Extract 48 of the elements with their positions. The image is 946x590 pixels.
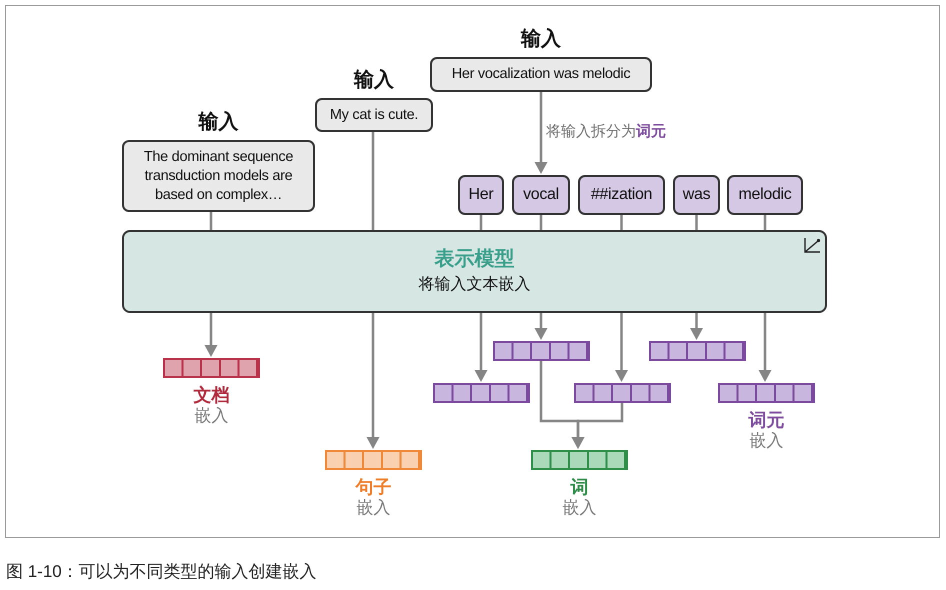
embedding-vector <box>718 383 815 403</box>
arrow <box>534 92 548 174</box>
connector-line <box>695 215 698 230</box>
embedding-vector <box>531 450 628 470</box>
input-heading: 输入 <box>354 68 394 93</box>
connector-line <box>764 215 766 230</box>
input-text-box: My cat is cute. <box>315 98 433 132</box>
embedding-label: 嵌入 <box>562 497 596 519</box>
embedding-type-label: 文档 <box>194 384 230 406</box>
arrow <box>615 313 628 382</box>
input-heading: 输入 <box>521 27 561 52</box>
token-box: was <box>673 175 720 215</box>
model-subtitle: 将输入文本嵌入 <box>418 274 530 295</box>
connector-line <box>210 212 212 230</box>
model-panel <box>122 230 827 313</box>
input-heading: 输入 <box>198 110 238 135</box>
embedding-label: 嵌入 <box>194 405 228 427</box>
arrow <box>366 313 380 449</box>
arrow <box>474 313 488 382</box>
connector-line <box>480 215 482 230</box>
token-box: ##ization <box>578 175 665 215</box>
arrow <box>690 313 703 340</box>
embedding-vector <box>325 450 422 470</box>
embedding-type-label: 句子 <box>356 476 392 498</box>
embedding-vector <box>433 383 530 403</box>
model-title: 表示模型 <box>434 247 514 272</box>
embedding-vector <box>574 383 671 403</box>
arrow <box>204 313 218 357</box>
embedding-label: 嵌入 <box>750 430 784 452</box>
token-box: vocal <box>512 175 570 215</box>
embedding-type-label: 词元 <box>748 409 784 431</box>
arrow <box>534 313 548 340</box>
arrow <box>572 403 624 449</box>
embedding-vector <box>493 341 590 361</box>
token-box: Her <box>458 175 504 215</box>
input-text-box: The dominant sequence transduction models are based on complex… <box>122 140 315 212</box>
embedding-vector <box>163 358 260 378</box>
connector-line <box>620 215 623 230</box>
edge-label: 将输入拆分为词元 <box>546 123 666 141</box>
embedding-label: 嵌入 <box>356 497 390 519</box>
arrow <box>758 313 772 382</box>
token-box: melodic <box>727 175 803 215</box>
embedding-vector <box>649 341 746 361</box>
connector-line <box>372 132 374 230</box>
input-text-box: Her vocalization was melodic <box>430 57 652 92</box>
figure-caption: 图 1-10：可以为不同类型的输入创建嵌入 <box>6 561 317 583</box>
embedding-type-label: 词 <box>570 476 588 498</box>
connector-line <box>540 215 542 230</box>
